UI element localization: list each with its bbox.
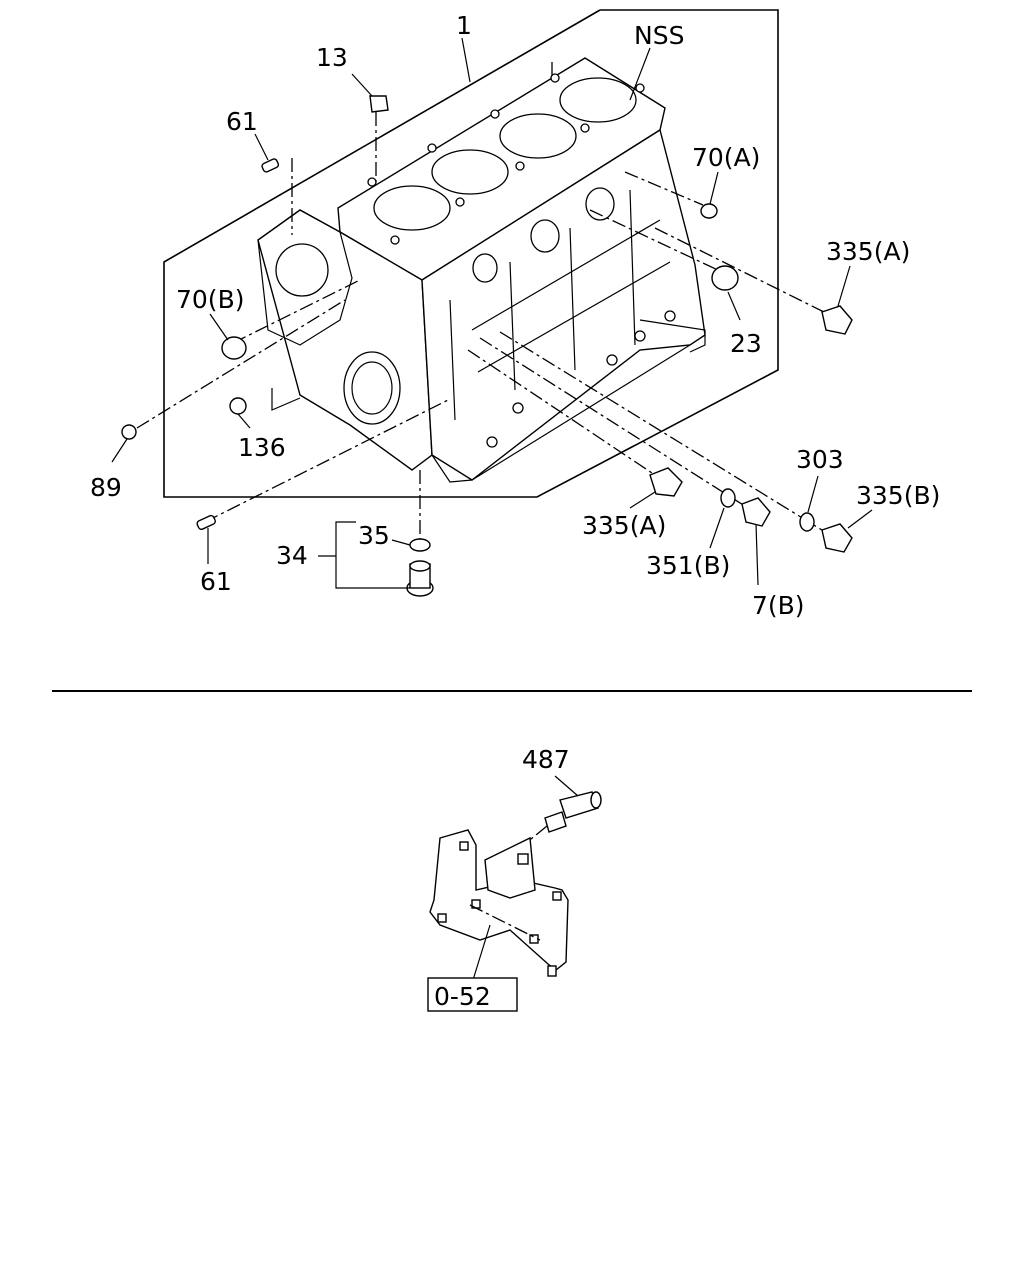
part-136-plug: [229, 397, 247, 415]
callout-35: 35: [358, 521, 390, 550]
reference-box-label: 0-52: [434, 982, 491, 1011]
callout-70a: 70(A): [692, 143, 760, 172]
callout-61-bottom: 61: [200, 567, 232, 596]
part-303-oring: [799, 512, 815, 532]
part-335a-lower-plug: [649, 467, 683, 497]
reference-box: [427, 977, 518, 1012]
callout-23: 23: [730, 329, 762, 358]
callout-13: 13: [316, 43, 348, 72]
callout-34: 34: [276, 541, 308, 570]
explode-lines: [136, 62, 833, 545]
callout-335a-bottom: 335(A): [582, 511, 666, 540]
loose-parts: [121, 95, 853, 597]
leader-lines: [111, 37, 873, 589]
callout-136: 136: [238, 433, 286, 462]
part-487-sensor: [544, 791, 602, 833]
callout-70b: 70(B): [176, 285, 244, 314]
callout-1: 1: [456, 11, 472, 40]
part-13-sleeve: [369, 95, 389, 113]
part-70a-plug: [700, 203, 718, 219]
part-351b-washer: [720, 488, 736, 508]
callout-7b: 7(B): [752, 591, 805, 620]
cylinder-block: [257, 57, 706, 483]
assembly-frame: [163, 9, 779, 498]
callout-335a-right: 335(A): [826, 237, 910, 266]
part-335a-right-plug: [821, 305, 853, 335]
bracket-assembly: [429, 775, 602, 981]
part-23-cap: [711, 265, 739, 291]
callout-89: 89: [90, 473, 122, 502]
part-34-drain-plug: [406, 560, 434, 597]
callout-labels: 1 13 61 NSS 70(A) 335(A) 70(B) 23 136 89…: [90, 11, 940, 1011]
part-335b-plug: [821, 523, 853, 553]
callout-61-top: 61: [226, 107, 258, 136]
callout-nss: NSS: [634, 21, 684, 50]
callout-351b: 351(B): [646, 551, 730, 580]
part-61-dowel-top: [261, 158, 280, 173]
part-89-plug: [121, 424, 137, 440]
part-35-washer: [409, 538, 431, 552]
part-70b-plug: [221, 336, 247, 360]
callout-335b: 335(B): [856, 481, 940, 510]
callout-303: 303: [796, 445, 844, 474]
part-7b-plug: [741, 497, 771, 527]
part-61-dowel-bottom: [196, 514, 216, 531]
callout-487: 487: [522, 745, 570, 774]
